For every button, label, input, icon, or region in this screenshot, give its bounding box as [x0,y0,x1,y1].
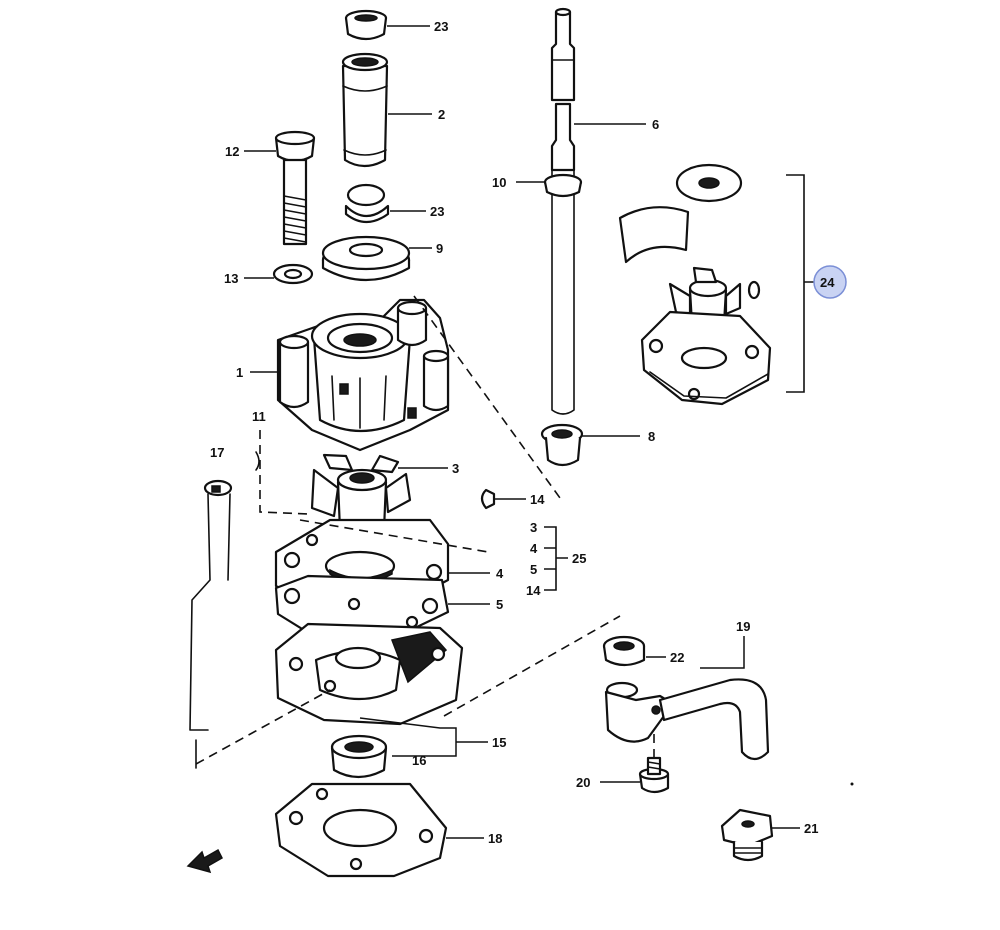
leader-15-16 [359,717,457,757]
callout-19: 19 [736,619,750,634]
group25-item-14: 14 [526,583,541,598]
part-23-top-bushing [344,9,388,41]
callout-16: 16 [412,753,426,768]
part-11-dashed-guide [259,430,309,515]
callout-9: 9 [436,241,443,256]
callout-8: 8 [648,429,655,444]
part-2-water-tube-guide [341,52,389,168]
callout-23-top: 23 [434,19,448,34]
callout-5: 5 [496,597,503,612]
part-6-water-tube [550,7,576,415]
callout-13: 13 [224,271,238,286]
callout-2: 2 [438,107,445,122]
callout-11: 11 [252,409,266,424]
callout-25: 25 [572,551,586,566]
part-8-bushing [540,423,584,467]
callout-21: 21 [804,821,818,836]
callout-23-lower: 23 [430,204,444,219]
part-19-elbow-hose [604,678,770,761]
callout-17: 17 [210,445,224,460]
part-21-plug [720,808,774,862]
callout-18: 18 [488,831,502,846]
forward-arrow-icon [186,848,223,874]
callout-24-badge [813,265,847,299]
callout-3: 3 [452,461,459,476]
leader-19 [700,636,745,669]
callout-4: 4 [496,566,504,581]
callout-15: 15 [492,735,506,750]
part-23-lower-bushing [344,183,390,224]
part-20-screw [638,756,670,794]
group25-item-5: 5 [530,562,537,577]
part-17-tube [189,479,233,731]
group25-item-3: 3 [530,520,537,535]
callout-6: 6 [652,117,659,132]
callout-1: 1 [236,365,243,380]
group25-item-4: 4 [530,541,538,556]
part-24-repair-kit [618,163,772,406]
alignment-dashed-lines [195,295,621,765]
part-18-bottom-gasket [274,782,448,878]
part-13-washer [272,263,314,285]
callout-14: 14 [530,492,545,507]
callout-20: 20 [576,775,590,790]
part-1-pump-housing [276,298,450,452]
callout-24: 24 [820,275,835,290]
part-15-lower-housing [274,622,464,726]
part-16-seal [330,734,388,779]
part-11-key [255,451,260,471]
callout-10: 10 [492,175,506,190]
callout-22: 22 [670,650,684,665]
part-10-grommet [543,173,583,198]
group-25-bracket: 3 4 5 14 [526,520,568,598]
part-12-bolt [274,130,316,246]
bracket-24 [786,174,816,393]
stray-dot [850,782,854,786]
callout-12: 12 [225,144,239,159]
part-22-seal [602,635,646,667]
part-14-pin [480,488,496,510]
part-9-seal [321,235,411,282]
